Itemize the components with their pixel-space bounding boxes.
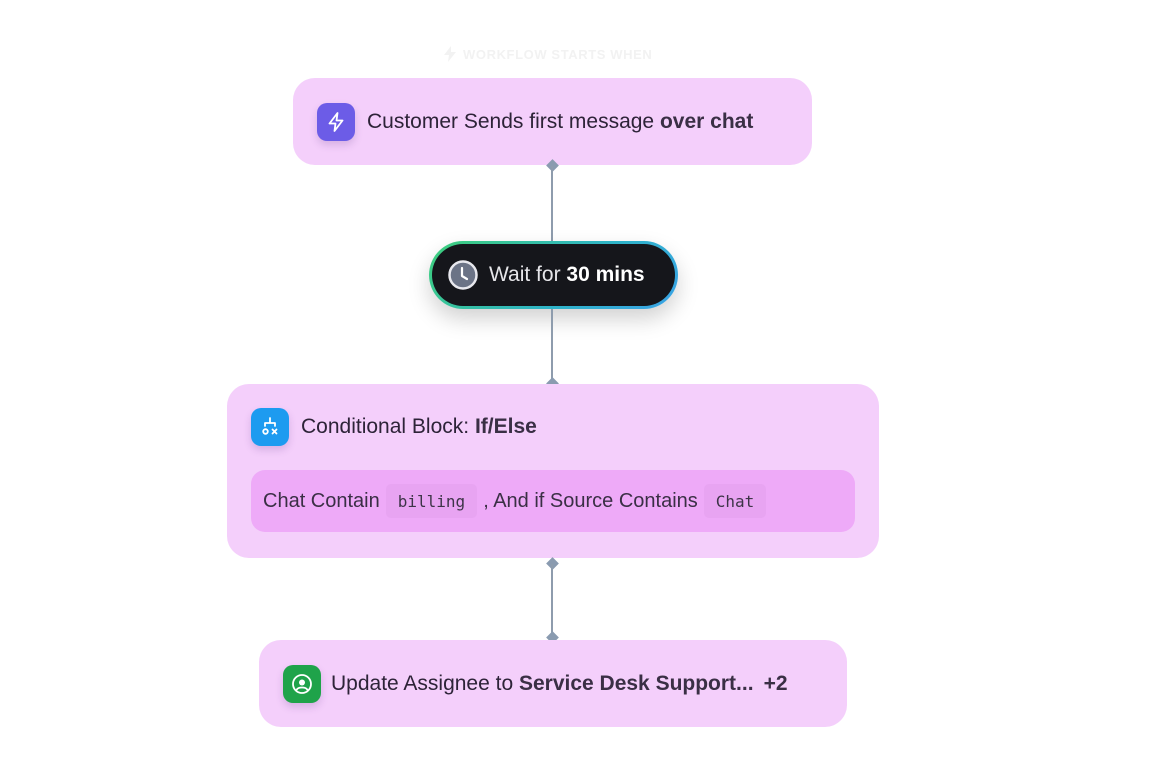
- conditional-block-header: Conditional Block: If/Else: [251, 408, 855, 446]
- wait-text-regular: Wait for: [489, 263, 567, 286]
- clock-icon: [448, 260, 478, 290]
- more-actions-badge[interactable]: +2: [763, 671, 788, 695]
- rule-text-2: , And if Source Contains: [483, 489, 698, 512]
- action-text: Update Assignee to Service Desk Support.…: [331, 672, 754, 696]
- branch-icon: [262, 417, 278, 435]
- connector-line: [551, 309, 553, 384]
- action-assignee: Service Desk Support...: [518, 671, 754, 695]
- wait-step-inner: Wait for 30 mins: [432, 244, 675, 306]
- wait-text: Wait for 30 mins: [489, 263, 645, 287]
- trigger-card[interactable]: Customer Sends first message over chat: [293, 78, 812, 165]
- conditional-title-regular: Conditional Block:: [301, 415, 475, 438]
- wait-duration: 30 mins: [566, 263, 645, 286]
- lightning-icon: [444, 46, 456, 62]
- action-icon-box: [283, 664, 321, 703]
- condition-icon-box: [251, 408, 289, 446]
- connector-line: [551, 564, 553, 636]
- conditional-block-title: Conditional Block: If/Else: [301, 415, 537, 439]
- trigger-text-bold: over chat: [659, 109, 754, 133]
- workflow-start-label: WORKFLOW STARTS WHEN: [443, 46, 652, 62]
- condition-rule[interactable]: Chat Contain billing , And if Source Con…: [251, 470, 855, 532]
- trigger-text: Customer Sends first message over chat: [367, 110, 753, 134]
- connector-line: [551, 166, 553, 242]
- conditional-title-bold: If/Else: [474, 415, 537, 438]
- lightning-icon: [328, 111, 344, 132]
- rule-value-chip: billing: [385, 484, 478, 518]
- rule-value-chip: Chat: [703, 484, 767, 518]
- trigger-icon-box: [317, 102, 355, 141]
- trigger-text-regular: Customer Sends first message: [367, 109, 660, 133]
- user-circle-icon: [292, 673, 312, 694]
- action-card[interactable]: Update Assignee to Service Desk Support.…: [259, 640, 847, 727]
- workflow-start-text: WORKFLOW STARTS WHEN: [463, 46, 653, 62]
- action-text-regular: Update Assignee to: [331, 671, 519, 695]
- rule-text-1: Chat Contain: [263, 489, 380, 512]
- wait-step[interactable]: Wait for 30 mins: [429, 241, 678, 309]
- conditional-block-card[interactable]: Conditional Block: If/Else Chat Contain …: [227, 384, 879, 558]
